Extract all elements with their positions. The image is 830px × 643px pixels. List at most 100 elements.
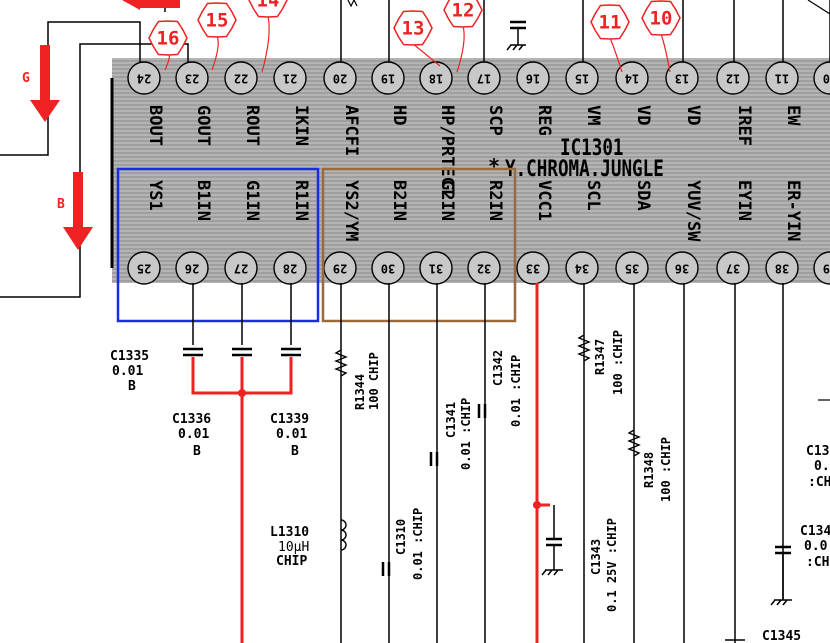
pin-number: 25: [137, 262, 151, 276]
callout-number: 12: [452, 0, 475, 22]
svg-text:C13: C13: [806, 444, 829, 459]
pin-number: 28: [283, 262, 297, 276]
pin-label: IREF: [734, 105, 754, 146]
pin-label: G1IN: [242, 180, 262, 221]
c1343-value: 0.1 25V :CHIP: [605, 518, 619, 612]
c1310-value: 0.01 :CHIP: [411, 508, 425, 580]
pin-label: SCL: [583, 180, 603, 211]
callout-13: 13: [393, 10, 441, 67]
pin-number: 39: [823, 262, 830, 276]
ic-pin-39: 39EB-YIN: [813, 251, 830, 285]
arrow-g-label: G: [22, 71, 30, 86]
pin-number: 20: [333, 72, 347, 86]
callout-number: 10: [650, 8, 673, 30]
pin-label: ER-YIN: [783, 180, 803, 241]
c1343-ref: C1343: [589, 539, 603, 575]
svg-text:0.01: 0.01: [276, 427, 307, 442]
svg-text:B: B: [291, 444, 299, 459]
pin-label: REG: [534, 105, 554, 136]
pin-label: EYIN: [734, 180, 754, 221]
pin-number: 14: [625, 72, 639, 86]
pin-number: 35: [625, 262, 639, 276]
junction-dot: [238, 389, 246, 397]
junction-dot: [533, 501, 541, 509]
resistor-symbols: [334, 334, 641, 457]
pin-label: G2IN: [437, 180, 457, 221]
pin-label: VCC1: [534, 180, 554, 221]
c1341-value: 0.01 :CHIP: [459, 398, 473, 470]
ic-title: IC1301 * Y.CHROMA.JUNGLE: [488, 135, 664, 181]
c134-right-label: C134 0.0 :CH: [800, 524, 830, 570]
pin-label: VD: [683, 105, 703, 125]
svg-text:0.01: 0.01: [112, 364, 143, 379]
c1342-value: 0.01 :CHIP: [509, 355, 523, 427]
svg-text:C1335: C1335: [110, 349, 149, 364]
ic1301-body: [110, 58, 830, 283]
callout-number: 14: [257, 0, 280, 12]
pin-number: 10: [823, 72, 830, 86]
pin-label: ROUT: [242, 105, 262, 146]
r1348-ref: R1348: [642, 452, 656, 488]
r1347-ref: R1347: [593, 339, 607, 375]
red-wires: [191, 283, 550, 643]
pin-number: 16: [526, 72, 540, 86]
pin-number: 19: [381, 72, 395, 86]
rotated-labels: R1344 100 CHIP C1341 0.01 :CHIP C1342 0.…: [353, 330, 673, 612]
arrow-g: G: [22, 45, 60, 122]
pin-number: 26: [185, 262, 199, 276]
r1344-value: 100 CHIP: [367, 352, 381, 410]
pin-label: SDA: [633, 180, 653, 211]
arrow-b-label: B: [57, 197, 65, 212]
c1342-ref: C1342: [491, 350, 505, 386]
r1347-value: 100 :CHIP: [611, 330, 625, 395]
callout-10: 10: [641, 0, 681, 73]
callout-number: 15: [206, 10, 229, 32]
pin-label: YUV/SW: [683, 180, 703, 242]
pin-number: 13: [675, 72, 689, 86]
top-pin-leads: [340, 0, 830, 62]
svg-text:B: B: [128, 379, 136, 394]
coupling-capacitors: [183, 347, 301, 357]
r1344-ref: R1344: [353, 374, 367, 410]
callout-11: 11: [590, 4, 630, 73]
pin-label: AFCFI: [341, 105, 361, 156]
l1310-label: L1310 10μH CHIP: [270, 525, 309, 569]
pin-number: 37: [726, 262, 740, 276]
svg-text:B: B: [193, 444, 201, 459]
pin-number: 15: [575, 72, 589, 86]
ic-top-pins: 24BOUT23GOUT22ROUT21IKIN20AFCFI19HD18HP/…: [127, 61, 830, 197]
svg-text:0.0: 0.0: [804, 539, 828, 554]
pin-label: B2IN: [389, 180, 409, 221]
pin-label: HD: [389, 105, 409, 125]
c1310-ref: C1310: [394, 519, 408, 555]
pin-label: GOUT: [193, 105, 213, 146]
callout-15: 15: [197, 2, 237, 71]
svg-text:C134: C134: [800, 524, 830, 539]
pin-label: B1IN: [193, 180, 213, 221]
pin-number: 12: [726, 72, 740, 86]
pin-label: SCP: [485, 105, 505, 136]
callout-number: 11: [599, 12, 622, 34]
rgb2-input-box: [321, 167, 517, 323]
ic-ref: IC1301: [560, 135, 624, 160]
svg-text:L1310: L1310: [270, 525, 309, 540]
svg-text:0.: 0.: [814, 459, 830, 474]
